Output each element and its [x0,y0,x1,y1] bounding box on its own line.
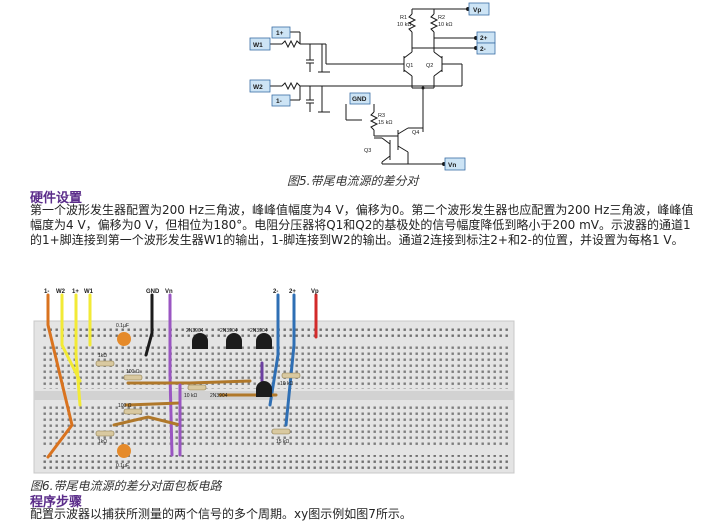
figure-6-caption: 图6.带尾电流源的差分对面包板电路 [30,479,222,493]
fig5-w2-label: W2 [253,84,263,91]
section-body-hardware: 第一个波形发生器配置为200 Hz三角波，峰峰值幅度为4 V，偏移为0。第二个波… [30,203,694,247]
fig6-2plus-label: 2+ [289,289,296,295]
fig6-t1-label: 2N3904 [186,328,204,334]
fig6-r1k-label: 1kΩ [98,353,107,359]
fig6-t4-label: 2N3904 [210,393,228,399]
fig5-r3-value: 15 kΩ [378,120,393,126]
fig6-w1-label: W1 [84,289,94,295]
fig6-t3-label: 2N3904 [250,328,268,334]
fig5-r1-label: R1 [400,15,407,21]
fig6-1minus-label: 1- [44,289,49,295]
fig6-1plus-label: 1+ [72,289,79,295]
figure-5-caption: 图5.带尾电流源的差分对 [287,174,419,188]
fig5-1plus-label: 1+ [276,30,284,37]
fig6-cap-bottom-label: 0.1µF [116,463,129,469]
fig5-2minus-label: 2- [480,46,486,53]
fig6-r10kb-label: 10 kΩ [280,381,293,387]
fig5-q1-label: Q1 [406,63,413,69]
fig6-vn-label: Vn [165,289,173,295]
fig5-w1-label: W1 [253,42,263,49]
fig6-gnd-label: GND [146,289,160,295]
fig6-2minus-label: 2- [273,289,278,295]
fig6-r15k-label: 15 kΩ [276,439,289,445]
fig5-r2-value: 10 kΩ [438,22,453,28]
fig6-vp-label: Vp [311,289,319,295]
fig6-cap-top-label: 0.1µF [116,323,129,329]
fig5-1minus-label: 1- [276,98,282,105]
fig6-w2-label: W2 [56,289,66,295]
fig5-q4-label: Q4 [412,130,419,136]
fig5-vp-label: Vp [473,7,481,14]
fig6-r100b-label: 100 Ω [118,403,132,409]
fig5-r2-label: R2 [438,15,445,21]
fig6-r1kb-label: 1kΩ [98,439,107,445]
fig6-r10ka-label: 10 kΩ [184,393,197,399]
fig5-q2-label: Q2 [426,63,433,69]
fig5-vn-label: Vn [448,162,456,169]
fig6-t2-label: 2N3904 [220,328,238,334]
fig5-q3-label: Q3 [364,148,371,154]
section-heading-procedure: 程序步骤 [30,495,83,510]
fig5-r3-label: R3 [378,113,385,119]
fig6-r100-label: 100 Ω [126,369,140,375]
section-body-procedure: 配置示波器以捕获所测量的两个信号的多个周期。xy图示例如图7所示。 [30,507,412,521]
figure-6-breadboard: 1- W2 1+ W1 GND Vn 2- 2+ Vp 0.1µF 0.1µF … [33,289,515,474]
fig5-r1-value: 10 kΩ [397,22,412,28]
fig5-gnd-label: GND [352,96,367,103]
figure-5-schematic: Vp 2+ 2- W1 W2 1+ 1- GND Vn R1 10 kΩ R2 … [249,2,496,171]
fig5-2plus-label: 2+ [480,35,488,42]
section-heading-hardware: 硬件设置 [30,191,83,206]
